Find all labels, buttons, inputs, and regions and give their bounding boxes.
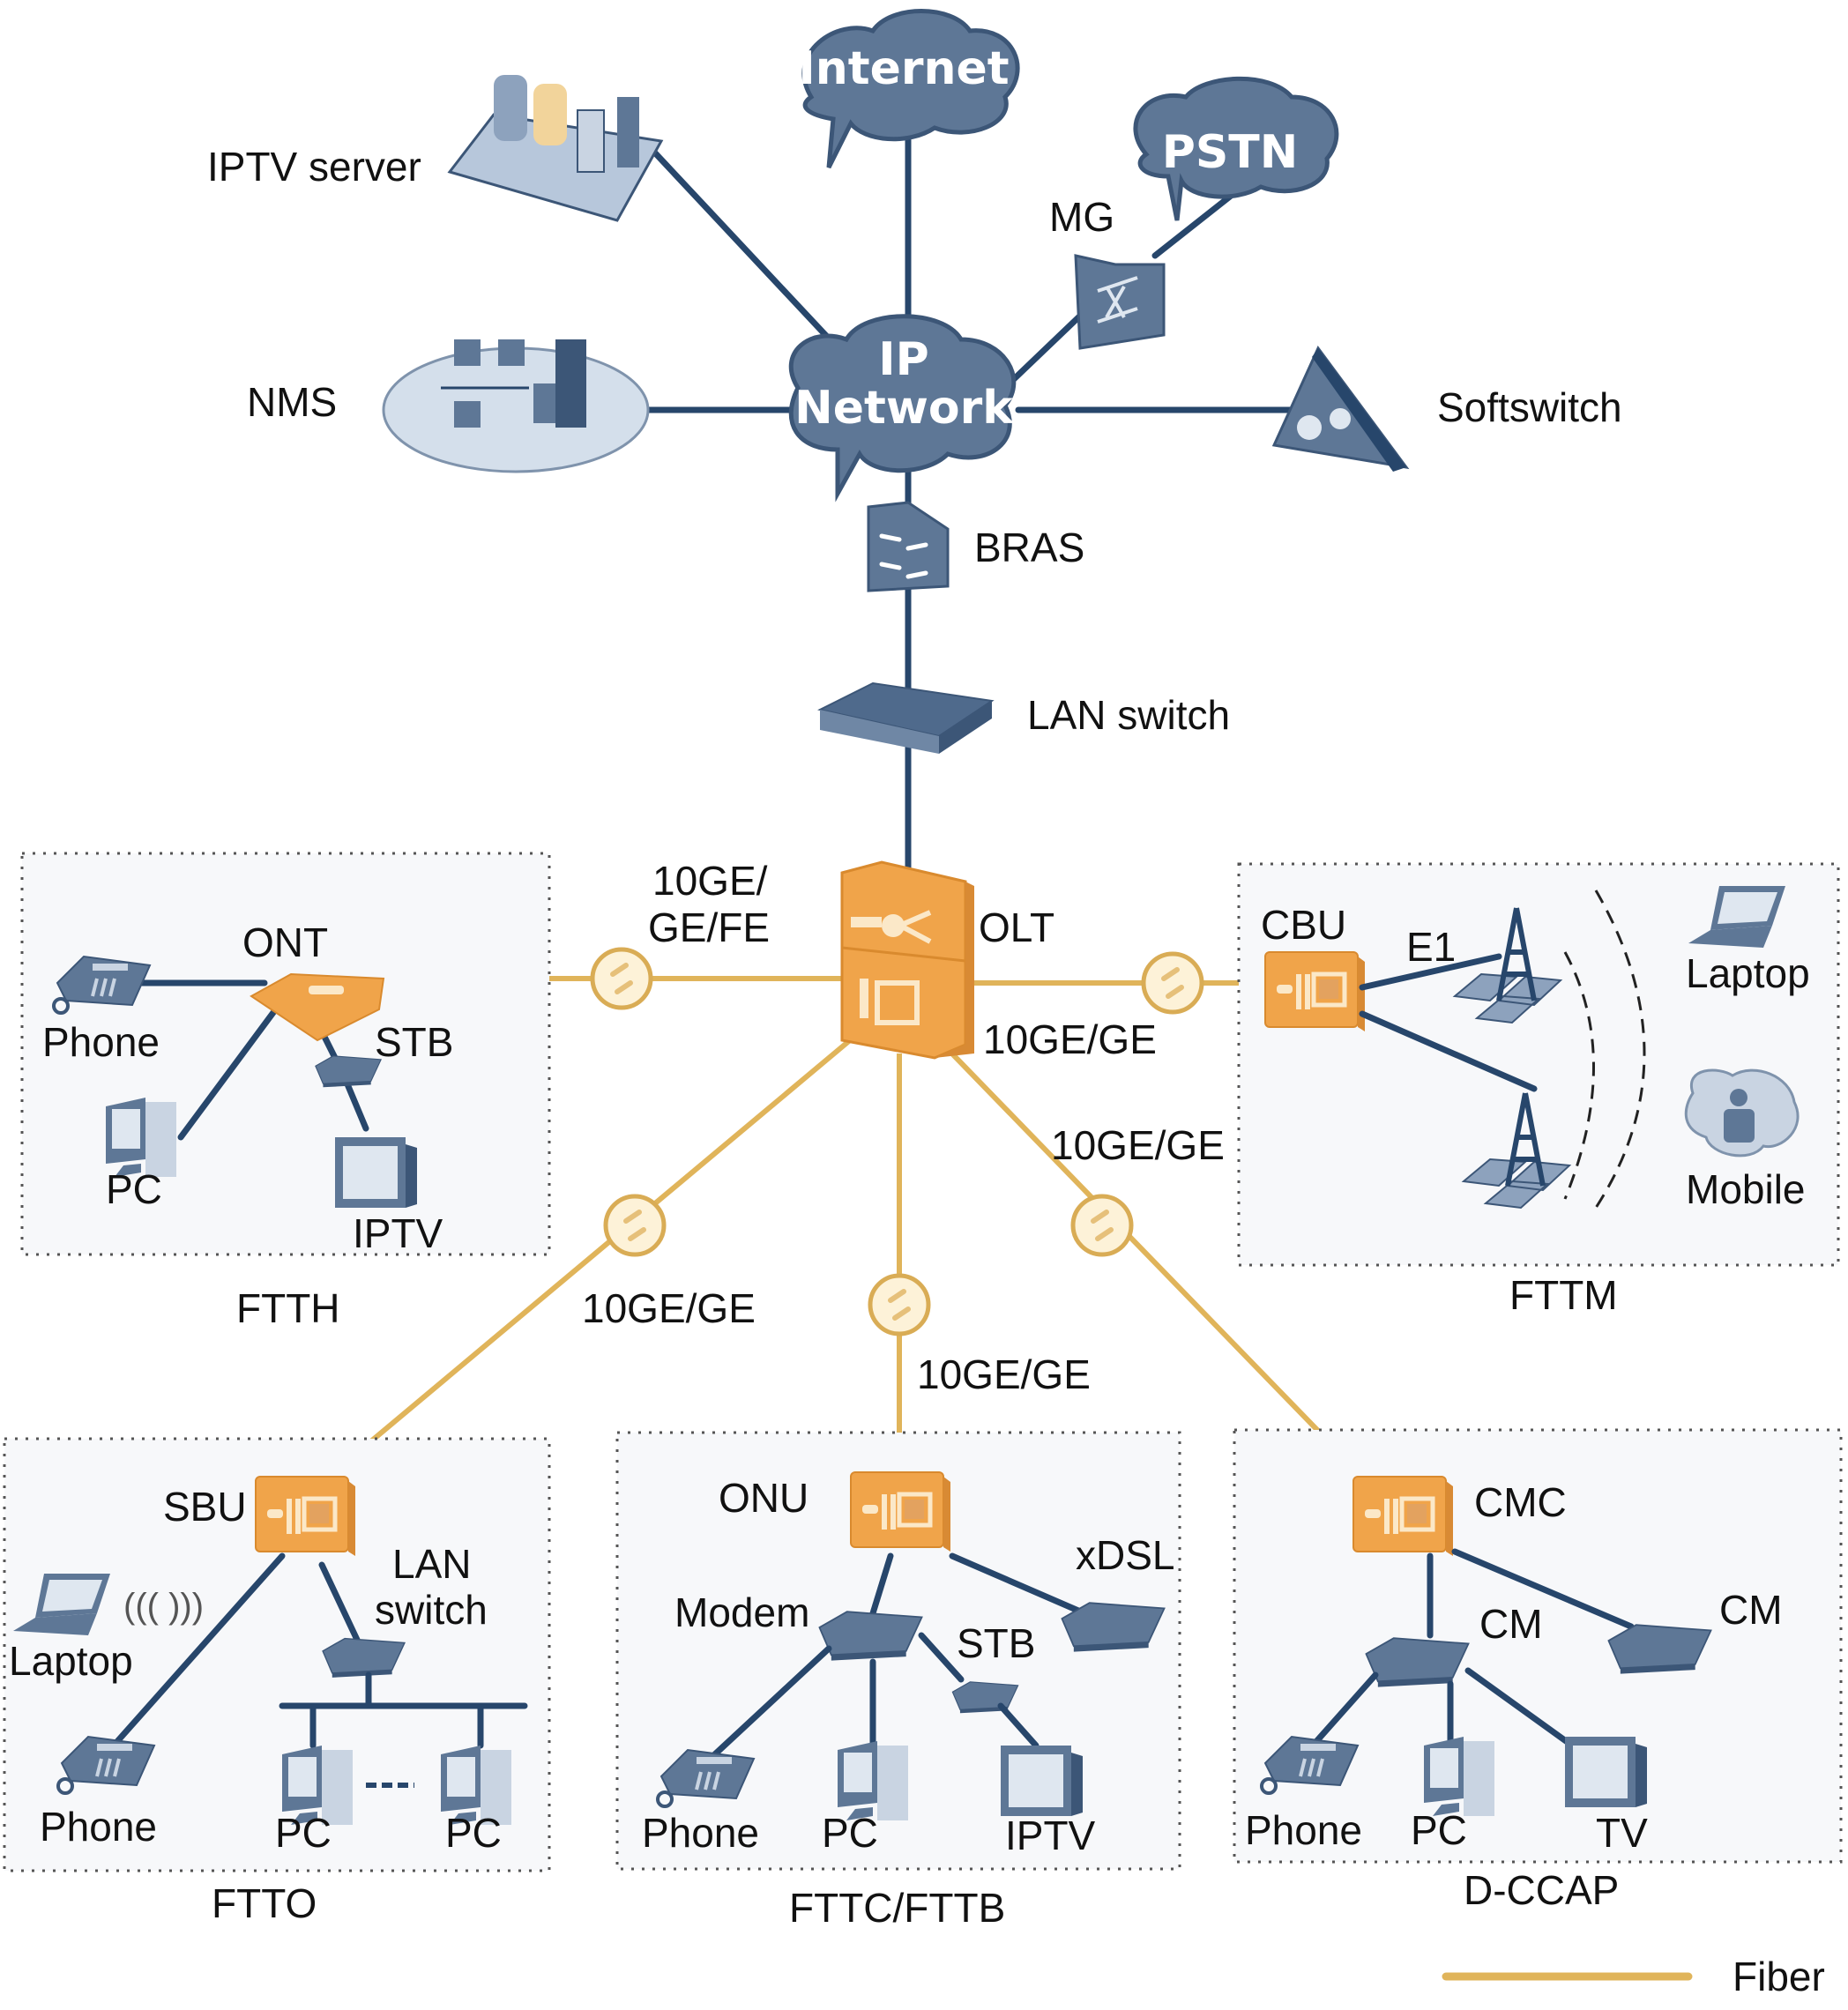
mg-label: MG (1049, 194, 1114, 240)
laptop-label: Laptop (1686, 950, 1810, 996)
pc-label: PC (1411, 1807, 1467, 1853)
internet-label: Internet (798, 42, 1009, 95)
wifi-signal-icon: ((( ))) (123, 1587, 204, 1626)
internet-cloud: Internet (798, 9, 1020, 169)
sbu-label: SBU (163, 1484, 247, 1530)
stb-label: STB (957, 1620, 1035, 1666)
ip-network-cloud: IP Network (788, 314, 1017, 502)
dccap-box (1233, 1428, 1843, 1864)
cbu-icon (1265, 952, 1365, 1031)
onu-label: ONU (719, 1475, 808, 1521)
fttc-title: FTTC/FTTB (789, 1885, 1005, 1931)
nms-icon (382, 339, 650, 473)
xdsl-label: xDSL (1076, 1532, 1174, 1578)
link-ftto-label: 10GE/GE (582, 1285, 756, 1331)
coupler-fttm-icon (1144, 954, 1202, 1012)
stb-label: STB (375, 1019, 453, 1065)
nms-label: NMS (247, 379, 337, 425)
ftth-box (20, 852, 551, 1256)
lan-switch-label: LAN switch (1027, 692, 1230, 738)
iptv-icon (335, 1137, 417, 1208)
laptop-label: Laptop (9, 1638, 133, 1684)
ftto-group: ((( ))) SBU LAN switch Laptop Phone PC P… (3, 1437, 551, 1926)
onu-icon (851, 1472, 950, 1552)
coupler-ftto-icon (606, 1196, 664, 1254)
olt-label: OLT (979, 904, 1054, 950)
cm-2-label: CM (1719, 1587, 1783, 1633)
pc-2-label: PC (445, 1810, 502, 1856)
link-fttc-label: 10GE/GE (917, 1351, 1091, 1397)
pstn-cloud: PSTN (1133, 76, 1339, 221)
phone-label: Phone (42, 1019, 160, 1065)
tv-label: TV (1596, 1810, 1648, 1856)
ftto-lan-switch-label-line1: LAN (392, 1541, 471, 1587)
link-pstn (1151, 186, 1242, 259)
sbu-icon (256, 1477, 355, 1556)
coupler-fttc-icon (870, 1276, 928, 1334)
phone-label: Phone (40, 1804, 157, 1850)
pc-label: PC (106, 1166, 162, 1212)
core-links (645, 93, 1300, 876)
pc-1-label: PC (275, 1810, 332, 1856)
lan-switch-icon (817, 681, 995, 754)
ont-label: ONT (242, 919, 328, 965)
softswitch-icon (1271, 346, 1410, 472)
link-fttm-label: 10GE/GE (983, 1016, 1157, 1062)
dccap-group: CMC CM CM Phone PC TV D-CCAP (1233, 1428, 1843, 1913)
phone-label: Phone (642, 1810, 759, 1856)
link-dccap-label: 10GE/GE (1051, 1122, 1225, 1168)
cm-1-label: CM (1479, 1601, 1543, 1647)
softswitch-label: Softswitch (1437, 384, 1622, 430)
ftto-lan-switch-label-line2: switch (375, 1587, 488, 1633)
fttm-title: FTTM (1509, 1272, 1618, 1318)
fttc-group: ONU xDSL Modem STB Phone PC IPTV FTTC/FT… (615, 1431, 1181, 1931)
iptv-label: IPTV (353, 1210, 443, 1256)
ip-network-label-line1: IP (878, 333, 928, 386)
tv-icon (1565, 1737, 1647, 1807)
ont-icon (250, 972, 385, 1042)
pstn-label: PSTN (1162, 126, 1299, 179)
pc-label: PC (822, 1810, 878, 1856)
ftto-title: FTTO (212, 1880, 317, 1926)
bras-label: BRAS (974, 525, 1084, 570)
link-iptv-server (645, 142, 846, 356)
legend: Fiber (1442, 1954, 1825, 1999)
fiber-ftto (311, 1033, 857, 1493)
ftth-group: ONT Phone STB PC IPTV FTTH (20, 852, 551, 1331)
cmc-icon (1353, 1477, 1453, 1556)
mobile-icon (1684, 1068, 1800, 1158)
bras-icon (867, 501, 950, 592)
modem-label: Modem (674, 1589, 809, 1635)
cbu-label: CBU (1261, 902, 1346, 948)
e1-label: E1 (1406, 924, 1456, 970)
coupler-dccap-icon (1073, 1196, 1131, 1254)
iptv-icon (1001, 1746, 1083, 1816)
cmc-label: CMC (1474, 1479, 1567, 1525)
fttm-group: CBU E1 Laptop Mobile FTTM (1237, 862, 1840, 1318)
mg-icon (1074, 254, 1166, 350)
fiber-dccap (941, 1042, 1378, 1493)
iptv-label: IPTV (1005, 1813, 1096, 1858)
dccap-title: D-CCAP (1464, 1867, 1619, 1913)
mobile-label: Mobile (1686, 1166, 1806, 1212)
ftth-title: FTTH (236, 1285, 340, 1331)
phone-label: Phone (1245, 1807, 1362, 1853)
iptv-server-icon (447, 75, 664, 222)
ip-network-label-line2: Network (794, 382, 1014, 435)
coupler-ftth-icon (592, 949, 651, 1008)
legend-fiber-label: Fiber (1732, 1954, 1825, 1999)
olt-icon (840, 860, 974, 1060)
iptv-server-label: IPTV server (207, 144, 421, 190)
link-ftth-label-line2: GE/FE (648, 904, 770, 950)
link-ftth-label-line1: 10GE/ (652, 858, 768, 904)
